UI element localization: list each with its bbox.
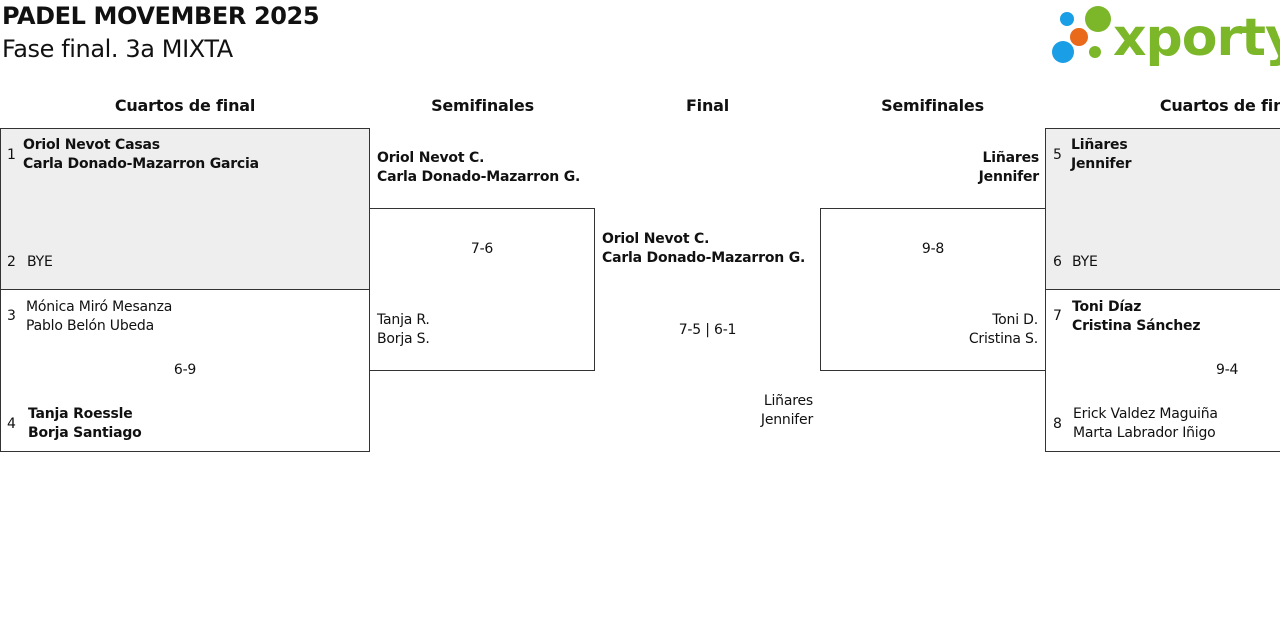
logo-dots-icon — [1052, 6, 1111, 63]
round-header-final: Final — [685, 96, 730, 115]
seed-number: 2 — [7, 254, 16, 270]
player-name: Liñares — [1071, 137, 1128, 153]
player-name: Carla Donado-Mazarron G. — [602, 250, 806, 266]
player-name: Toni D. — [992, 312, 1038, 328]
seed-number: 7 — [1053, 308, 1062, 324]
player-name: Borja Santiago — [28, 425, 142, 441]
seed-number: 5 — [1053, 147, 1062, 163]
player-name: Oriol Nevot Casas — [23, 137, 160, 153]
match-qf-right-2[interactable] — [1045, 289, 1280, 452]
match-score: 6-9 — [173, 362, 197, 378]
logo-text: xporty — [1113, 8, 1280, 68]
player-name: Jennifer — [1071, 156, 1132, 172]
xporty-logo — [1050, 2, 1278, 68]
player-name: Borja S. — [377, 331, 430, 347]
final-score: 7-5 | 6-1 — [678, 322, 737, 338]
player-name: Oriol Nevot C. — [602, 231, 710, 247]
player-name: Marta Labrador Iñigo — [1073, 425, 1216, 441]
player-name: Oriol Nevot C. — [377, 150, 485, 166]
match-score: 7-6 — [470, 241, 494, 257]
player-name: Tanja Roessle — [28, 406, 133, 422]
player-name: Erick Valdez Maguiña — [1073, 406, 1218, 422]
seed-number: 4 — [7, 416, 16, 432]
match-sf-left[interactable] — [369, 208, 595, 371]
bye-label: BYE — [27, 254, 53, 270]
bye-label: BYE — [1072, 254, 1098, 270]
round-header-qf-left: Cuartos de final — [114, 96, 256, 115]
player-name: Tanja R. — [377, 312, 430, 328]
page-title: PADEL MOVEMBER 2025 — [2, 2, 320, 30]
seed-number: 3 — [7, 308, 16, 324]
round-header-sf-right: Semifinales — [881, 96, 984, 115]
player-name: Jennifer — [978, 169, 1040, 185]
round-header-sf-left: Semifinales — [431, 96, 534, 115]
page-subtitle: Fase final. 3a MIXTA — [2, 35, 233, 63]
player-name: Cristina Sánchez — [1072, 318, 1201, 334]
seed-number: 6 — [1053, 254, 1062, 270]
player-name: Cristina S. — [968, 331, 1038, 347]
player-name: Toni Díaz — [1072, 299, 1142, 315]
player-name: Carla Donado-Mazarron G. — [377, 169, 581, 185]
match-score: 9-8 — [921, 241, 945, 257]
seed-number: 1 — [7, 147, 16, 163]
player-name: Jennifer — [760, 412, 813, 428]
seed-number: 8 — [1053, 416, 1062, 432]
player-name: Liñares — [982, 150, 1040, 166]
match-qf-left-1[interactable] — [0, 128, 370, 290]
player-name: Pablo Belón Ubeda — [26, 318, 154, 334]
player-name: Liñares — [763, 393, 813, 409]
player-name: Carla Donado-Mazarron Garcia — [23, 156, 259, 172]
match-score: 9-4 — [1216, 362, 1239, 378]
round-header-qf-right: Cuartos de final — [1159, 96, 1280, 115]
player-name: Mónica Miró Mesanza — [26, 299, 173, 315]
